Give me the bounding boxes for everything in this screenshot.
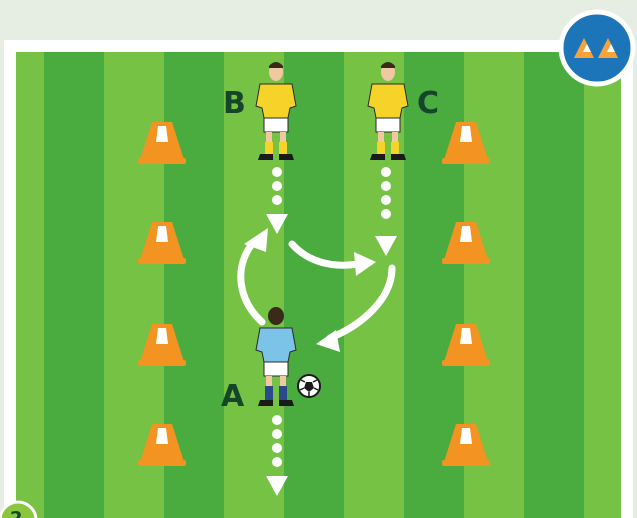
pitch-stripe <box>584 52 621 518</box>
pitch-stripes <box>16 52 621 518</box>
path-dot <box>381 167 391 177</box>
arrow-a-to-b <box>237 240 266 326</box>
path-arrowhead <box>266 476 288 496</box>
path-dot <box>381 195 391 205</box>
label-b: B <box>223 86 246 121</box>
arrowhead-c-to-a <box>316 330 340 352</box>
path-dot <box>272 167 282 177</box>
path-arrowhead <box>375 236 397 256</box>
label-a: A <box>221 379 245 414</box>
pitch-stripe <box>524 52 584 518</box>
path-dot <box>272 443 282 453</box>
arrow-c-to-a <box>326 264 396 342</box>
path-dot <box>272 415 282 425</box>
path-arrowhead <box>266 214 288 234</box>
player-a <box>255 307 297 406</box>
pitch-stripe <box>284 52 344 518</box>
dotted-paths <box>266 167 397 496</box>
arrowhead-a-to-b <box>244 228 268 252</box>
path-dot <box>381 181 391 191</box>
corner-step-label: 2 <box>10 508 23 518</box>
label-c: C <box>417 86 439 121</box>
ball-icon <box>297 374 321 398</box>
player-b <box>255 62 297 160</box>
arrow-b-to-c <box>288 240 362 269</box>
arrowhead-b-to-c <box>354 252 376 276</box>
pitch-stripe <box>44 52 104 518</box>
path-dot <box>272 181 282 191</box>
path-dot <box>272 457 282 467</box>
path-dot <box>381 209 391 219</box>
pitch-stripe <box>16 52 44 518</box>
path-dot <box>272 429 282 439</box>
path-dot <box>272 195 282 205</box>
corner-step-badge: 2 <box>0 500 38 518</box>
cones-badge-icon <box>558 9 636 87</box>
movement-arrows <box>237 240 396 342</box>
player-c <box>367 62 409 160</box>
